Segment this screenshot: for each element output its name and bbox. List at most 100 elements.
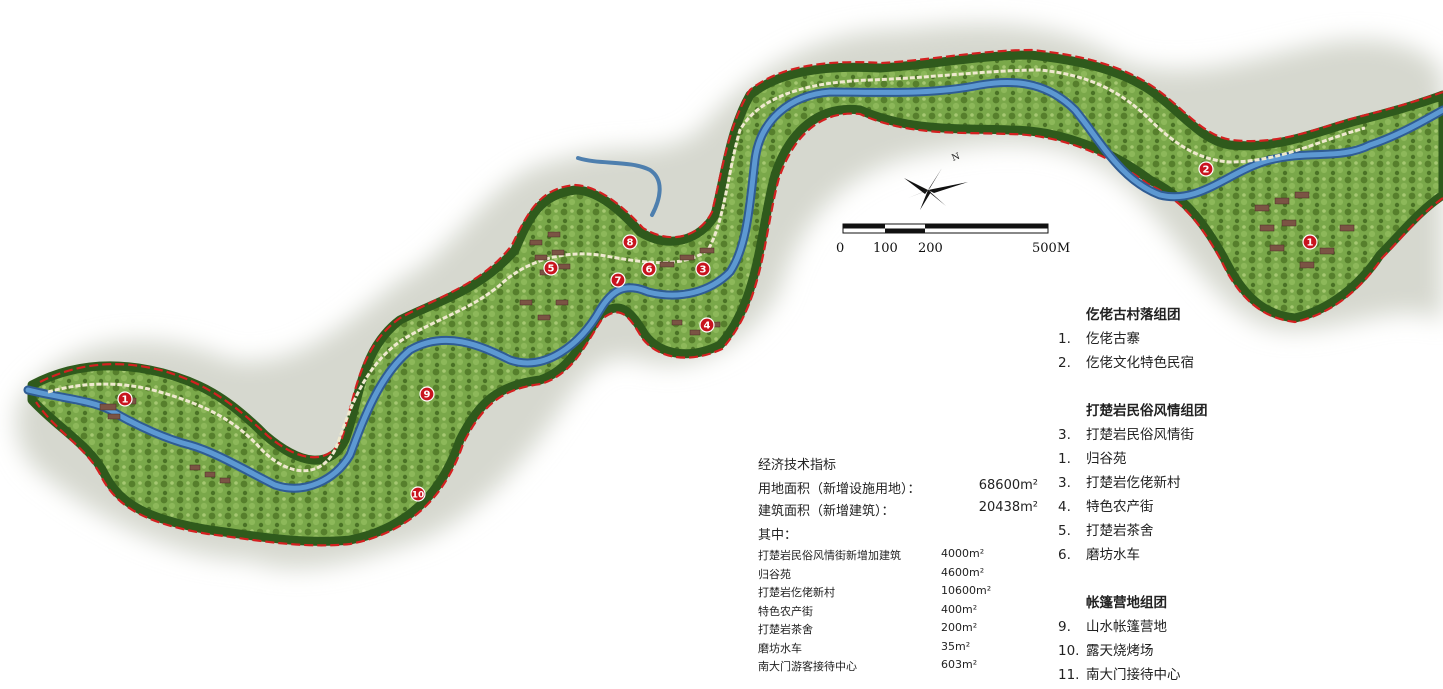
- svg-text:1: 1: [122, 395, 129, 406]
- breakdown-value: 4000m²: [941, 547, 985, 560]
- breakdown-name: 打楚岩茶舍: [758, 623, 813, 636]
- building-area-row: 建筑面积（新增建筑）： 20438m²: [758, 500, 1058, 522]
- breakdown-row: 磨坊水车 35m²: [758, 640, 1058, 659]
- legend-item: 1. 仡佬古寨: [1058, 327, 1258, 351]
- legend-item-name: 南大门接待中心: [1086, 667, 1181, 683]
- north-arrow-icon: N: [904, 152, 968, 210]
- svg-text:2: 2: [1203, 165, 1210, 176]
- map-marker[interactable]: 1: [1302, 234, 1318, 250]
- legend-item-name: 山水帐篷营地: [1086, 619, 1167, 635]
- map-marker[interactable]: 3: [695, 261, 711, 277]
- svg-text:5: 5: [548, 264, 555, 275]
- svg-text:1: 1: [1307, 238, 1314, 249]
- legend-item: 3. 打楚岩仡佬新村: [1058, 471, 1258, 495]
- building-area-label: 建筑面积（新增建筑）：: [758, 504, 895, 519]
- legend-item-number: 3.: [1058, 427, 1071, 443]
- econ-title: 经济技术指标: [758, 458, 837, 473]
- breakdown-name: 归谷苑: [758, 567, 791, 581]
- legend-item-number: 2.: [1058, 355, 1071, 371]
- legend-item-number: 9.: [1058, 619, 1071, 635]
- svg-text:7: 7: [615, 276, 622, 287]
- site-boundary: [39, 48, 1443, 459]
- breakdown-name: 打楚岩民俗风情街新增加建筑: [758, 549, 901, 562]
- breakdown-value: 200m²: [941, 621, 978, 634]
- legend-group-title: 打楚岩民俗风情组团: [1086, 403, 1208, 419]
- green-corridor: [27, 50, 1443, 546]
- legend-item: 5. 打楚岩茶舍: [1058, 519, 1258, 543]
- legend-item-name: 露天烧烤场: [1086, 643, 1154, 659]
- legend-item: 1. 归谷苑: [1058, 447, 1258, 471]
- breakdown-name: 磨坊水车: [758, 641, 802, 655]
- scale-tick: 100: [873, 241, 898, 256]
- breakdown-row: 打楚岩民俗风情街新增加建筑 4000m²: [758, 547, 1058, 566]
- site-legend: 仡佬古村落组团 1. 仡佬古寨 2. 仡佬文化特色民宿 打楚岩民俗风情组团 3. 打楚…: [1058, 303, 1258, 687]
- scale-tick: 500M: [1032, 241, 1070, 256]
- legend-item: 6. 磨坊水车: [1058, 543, 1258, 567]
- legend-item-number: 10.: [1058, 643, 1080, 659]
- land-area-row: 用地面积（新增设施用地）： 68600m²: [758, 478, 1058, 500]
- map-marker[interactable]: 6: [641, 261, 657, 277]
- svg-text:8: 8: [627, 238, 634, 249]
- map-marker[interactable]: 4: [699, 317, 715, 333]
- scale-tick: 200: [918, 241, 943, 256]
- breakdown-row: 打楚岩茶舍 200m²: [758, 621, 1058, 640]
- svg-text:4: 4: [704, 321, 711, 332]
- legend-item: 10. 露天烧烤场: [1058, 639, 1258, 663]
- legend-item-name: 归谷苑: [1086, 451, 1127, 467]
- map-marker[interactable]: 1: [117, 391, 133, 407]
- building-area-value: 20438m²: [978, 500, 1038, 515]
- legend-item: 11. 南大门接待中心: [1058, 663, 1258, 687]
- legend-item-number: 1.: [1058, 331, 1071, 347]
- svg-text:9: 9: [424, 390, 431, 401]
- legend-item-name: 打楚岩茶舍: [1086, 523, 1154, 539]
- svg-text:3: 3: [700, 265, 707, 276]
- map-marker[interactable]: 5: [543, 260, 559, 276]
- legend-item-name: 磨坊水车: [1086, 547, 1140, 563]
- svg-text:10: 10: [412, 491, 425, 501]
- legend-item: 3. 打楚岩民俗风情街: [1058, 423, 1258, 447]
- legend-item-number: 1.: [1058, 451, 1071, 467]
- map-marker[interactable]: 7: [610, 272, 626, 288]
- legend-item-number: 11.: [1058, 667, 1080, 683]
- map-marker[interactable]: 2: [1198, 161, 1214, 177]
- legend-item: 9. 山水帐篷营地: [1058, 615, 1258, 639]
- breakdown-title: 其中：: [758, 528, 798, 543]
- legend-item-number: 3.: [1058, 475, 1071, 491]
- breakdown-row: 归谷苑 4600m²: [758, 566, 1058, 585]
- legend-group-title: 仡佬古村落组团: [1086, 307, 1181, 323]
- map-marker[interactable]: 10: [410, 486, 426, 502]
- land-area-label: 用地面积（新增设施用地）：: [758, 482, 921, 497]
- legend-item-number: 4.: [1058, 499, 1071, 515]
- legend-item-number: 6.: [1058, 547, 1071, 563]
- legend-item-name: 仡佬文化特色民宿: [1086, 355, 1194, 371]
- economic-indicators: 经济技术指标 用地面积（新增设施用地）： 68600m² 建筑面积（新增建筑）：…: [758, 454, 1058, 677]
- legend-group-title: 帐篷营地组团: [1086, 595, 1167, 611]
- svg-text:6: 6: [646, 265, 653, 276]
- legend-item: 2. 仡佬文化特色民宿: [1058, 351, 1258, 375]
- legend-item-name: 特色农产街: [1086, 499, 1154, 515]
- legend-item-number: 5.: [1058, 523, 1071, 539]
- legend-item-name: 仡佬古寨: [1086, 331, 1140, 347]
- breakdown-row: 特色农产街 400m²: [758, 603, 1058, 622]
- site-markers: 1 9 10 5 8 6 7 3 4 2 1: [117, 161, 1318, 502]
- scale-bar: 0 100 200 500M: [836, 223, 1070, 256]
- scale-tick: 0: [836, 241, 844, 256]
- site-boundary-south: [35, 112, 1443, 547]
- legend-item: 4. 特色农产街: [1058, 495, 1258, 519]
- breakdown-value: 4600m²: [941, 565, 985, 579]
- tributary: [576, 156, 662, 217]
- map-marker[interactable]: 8: [622, 234, 638, 250]
- map-marker[interactable]: 9: [419, 386, 435, 402]
- breakdown-value: 35m²: [941, 639, 971, 653]
- breakdown-value: 400m²: [941, 602, 978, 616]
- legend-item-name: 打楚岩仡佬新村: [1086, 475, 1181, 491]
- breakdown-name: 特色农产街: [758, 604, 813, 618]
- breakdown-name: 打楚岩仡佬新村: [758, 586, 835, 599]
- legend-item-name: 打楚岩民俗风情街: [1086, 427, 1194, 443]
- north-label: N: [951, 152, 962, 164]
- breakdown-value: 603m²: [941, 658, 978, 671]
- land-area-value: 68600m²: [978, 478, 1038, 493]
